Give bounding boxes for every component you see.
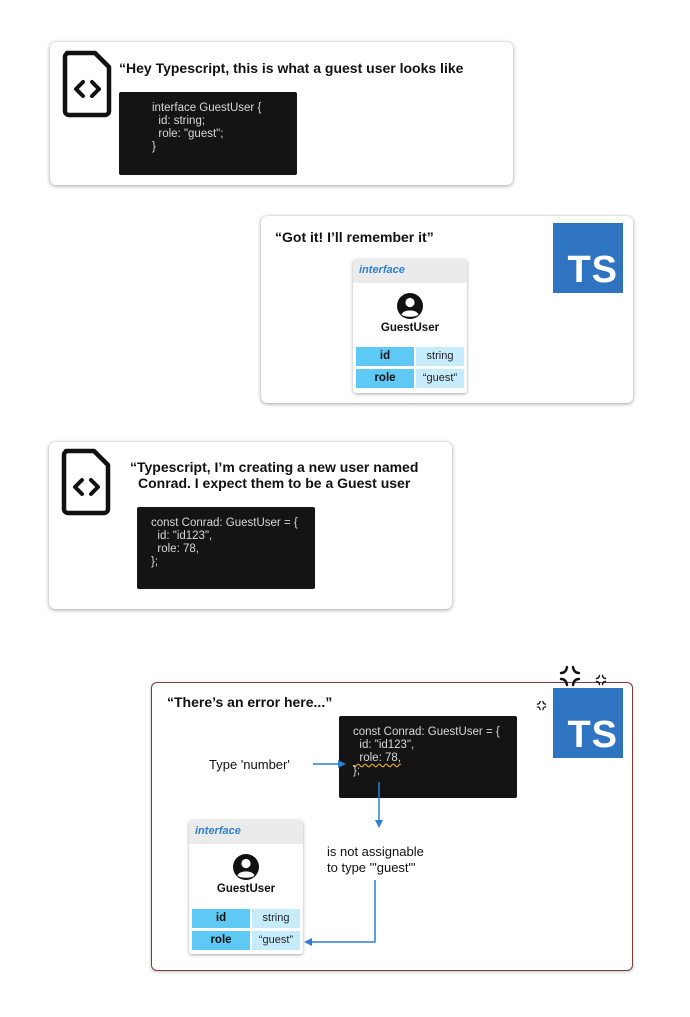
row-key: id [192, 909, 250, 928]
file-code-icon [61, 448, 111, 516]
interface-label: interface [359, 264, 405, 276]
panel-3-card: “Typescript, I’m creating a new user nam… [49, 442, 452, 609]
guest-user-interface-code: interface GuestUser { id: string; role: … [119, 92, 297, 175]
conrad-code: const Conrad: GuestUser = { id: "id123",… [137, 507, 315, 589]
code-line: }; [151, 556, 159, 568]
code-line: interface GuestUser { [152, 102, 262, 114]
interface-row-role: role “guest” [192, 931, 300, 950]
user-avatar-icon [397, 293, 423, 319]
interface-row-role: role “guest” [356, 369, 464, 388]
panel-3-quote-line-2: Conrad. I expect them to be a Guest user [138, 475, 411, 491]
ts-logo: TS [553, 688, 623, 758]
guest-user-interface-card: interface GuestUser id string role “gues… [189, 820, 303, 954]
panel-3-quote-line-1: “Typescript, I’m creating a new user nam… [130, 459, 419, 475]
ts-logo-text: TS [567, 249, 618, 291]
interface-row-id: id string [192, 909, 300, 928]
code-line: const Conrad: GuestUser = { [151, 517, 298, 529]
code-line: id: "id123", [151, 530, 213, 542]
panel-4-quote: “There’s an error here...” [167, 694, 333, 710]
type-number-label: Type 'number' [209, 757, 290, 772]
interface-header: interface [189, 820, 303, 844]
error-code: const Conrad: GuestUser = { id: "id123",… [339, 716, 517, 798]
anger-icon [536, 700, 547, 711]
interface-header: interface [353, 259, 467, 283]
code-line: id: "id123", [353, 739, 415, 751]
error-code-line: role: 78, [353, 752, 401, 764]
code-line: role: "guest"; [152, 128, 224, 140]
code-line: role: 78, [151, 543, 199, 555]
code-line: }; [353, 765, 361, 777]
row-value: “guest” [416, 369, 464, 388]
interface-name: GuestUser [380, 322, 440, 334]
panel-2-quote: “Got it! I’ll remember it” [275, 229, 434, 245]
code-line: const Conrad: GuestUser = { [353, 726, 500, 738]
user-avatar-icon [233, 854, 259, 880]
row-value: string [416, 347, 464, 366]
not-assignable-line-2: to type '"guest"' [327, 860, 416, 875]
panel-1-quote: “Hey Typescript, this is what a guest us… [119, 60, 464, 76]
ts-logo-text: TS [567, 714, 618, 756]
interface-label: interface [195, 825, 241, 837]
code-line: } [152, 141, 156, 153]
code-line: id: string; [152, 115, 206, 127]
row-value: “guest” [252, 931, 300, 950]
assignable-arrow [304, 880, 376, 946]
ts-logo: TS [553, 223, 623, 293]
anger-icon [595, 674, 607, 686]
anger-icon [559, 665, 581, 687]
row-key: id [356, 347, 414, 366]
not-assignable-line-1: is not assignable [327, 844, 424, 859]
row-value: string [252, 909, 300, 928]
row-key: role [192, 931, 250, 950]
interface-row-id: id string [356, 347, 464, 366]
panel-1-card: “Hey Typescript, this is what a guest us… [50, 42, 513, 185]
guest-user-interface-card: interface GuestUser id string role “gues… [353, 259, 467, 393]
interface-name: GuestUser [216, 883, 276, 895]
file-code-icon [62, 50, 112, 118]
row-key: role [356, 369, 414, 388]
